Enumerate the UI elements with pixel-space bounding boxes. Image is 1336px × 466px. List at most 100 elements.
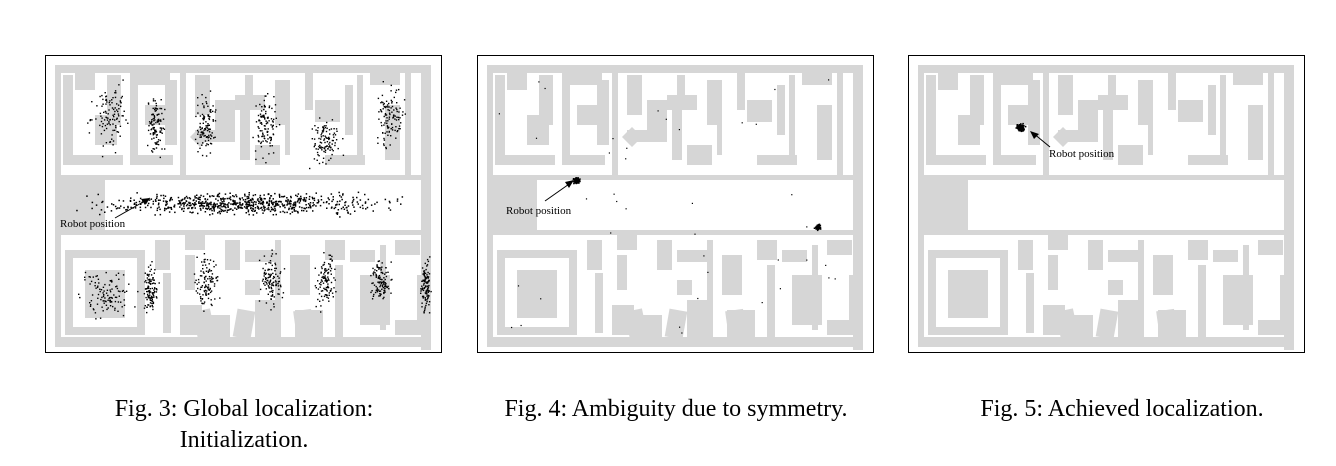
particle [320,142,323,144]
particle [318,283,321,285]
particle [103,294,105,296]
particle [151,261,153,263]
particle [97,297,99,299]
particle [293,202,295,204]
particle [817,225,819,227]
particle [359,206,362,209]
particle [1018,124,1021,126]
particle [288,208,290,211]
map-obstacle [624,308,648,340]
particle [245,212,247,214]
particle [269,280,272,282]
particle [104,297,106,299]
particle [275,213,277,216]
particle [109,299,111,301]
particle [289,205,292,207]
map-obstacle [1248,105,1263,160]
map-obstacle [487,175,863,180]
particle [212,120,214,122]
particle [387,285,389,288]
particle [264,269,266,272]
particle [205,294,207,296]
particle [383,102,385,105]
map-obstacle [1108,75,1116,95]
particle [261,201,264,203]
particle [263,115,265,117]
map-obstacle [155,240,170,270]
particle [326,296,328,298]
particle [159,199,161,201]
particle [262,200,264,203]
particle [399,117,401,119]
particle [277,281,280,283]
particle [257,198,259,200]
particle [153,128,155,130]
particle [181,198,184,201]
particle [305,204,307,206]
particle [761,302,763,304]
particle [258,208,260,210]
particle [201,103,204,105]
particle [389,201,391,204]
particle [111,138,113,140]
map-obstacle [497,327,577,335]
particle [255,105,257,107]
particle [108,284,111,286]
particle [208,208,211,211]
particle [324,141,326,144]
particle [102,295,105,298]
particle [266,202,268,204]
particle [122,314,125,317]
particle [336,203,338,206]
particle [245,207,247,209]
particle [295,194,297,197]
particle [381,101,383,103]
particle [388,109,391,112]
particle [159,130,161,132]
particle [828,277,830,279]
particle [255,201,257,203]
particle [252,194,255,197]
particle [270,255,273,257]
particle [202,119,205,121]
particle [274,267,276,270]
particle [197,142,199,145]
particle [221,206,223,208]
particle [181,208,183,211]
particle [272,128,274,130]
particle [425,304,427,307]
particle [267,128,269,130]
particle [215,264,217,266]
particle [150,300,153,302]
particle [143,307,146,309]
particle [148,281,150,284]
particle [165,201,168,203]
particle [337,147,339,150]
particle [427,296,429,298]
particle [401,196,404,198]
particle [99,288,101,290]
particle [154,269,156,271]
particle [329,270,332,272]
particle [276,203,279,205]
particle [335,204,337,206]
particle [381,262,383,264]
particle [625,158,627,160]
particle [224,203,226,205]
particle [251,204,253,207]
particle [340,196,343,198]
particle [166,200,168,203]
map-obstacle [664,308,688,340]
particle [258,127,260,129]
particle [270,287,273,290]
particle [197,287,199,290]
particle [201,285,204,287]
particle [319,117,321,119]
map-obstacle [1153,255,1173,295]
particle [338,203,340,206]
particle [1020,123,1022,125]
particle [379,278,381,280]
particle [426,299,428,301]
particle [89,119,92,121]
particle [209,116,211,118]
